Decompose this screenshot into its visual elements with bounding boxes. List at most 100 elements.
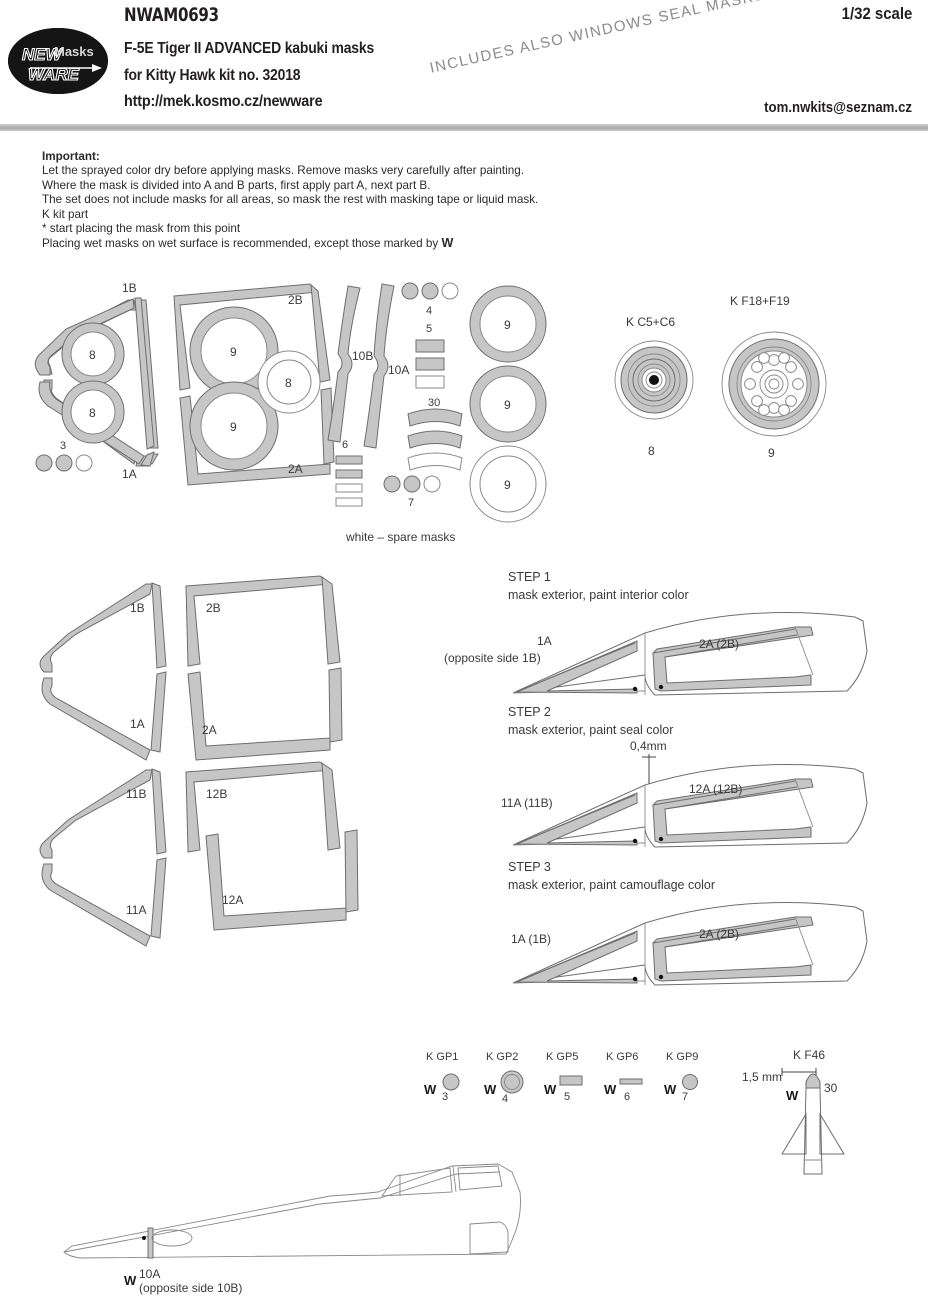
step-2-subtitle: mask exterior, paint seal color <box>508 723 674 737</box>
small-part-wet-3: W <box>604 1082 617 1097</box>
small-part-number-1: 4 <box>502 1093 508 1105</box>
label-frame-12A: 12A <box>222 893 243 907</box>
important-wet-prefix: Placing wet masks on wet surface is reco… <box>42 237 442 251</box>
frame-mask-12A <box>205 829 359 931</box>
small-part-number-0: 3 <box>442 1091 448 1103</box>
frame-mask-2A <box>187 667 343 761</box>
website-url[interactable]: http://mek.kosmo.cz/newware <box>124 93 323 110</box>
label-9-a: 9 <box>230 345 237 359</box>
label-9-d: 9 <box>504 398 511 412</box>
label-frame-11B: 11B <box>126 787 146 801</box>
mask-ring-9-b <box>189 381 279 471</box>
missile-dimension: 1,5 mm <box>742 1070 783 1084</box>
step-3-subtitle: mask exterior, paint camouflage color <box>508 878 716 892</box>
important-line-4: K kit part <box>42 207 89 221</box>
product-code: NWAM0693 <box>124 4 219 26</box>
step-2-dimension: 0,4mm <box>630 739 667 753</box>
logo-ware: WARE <box>28 65 80 84</box>
mask-ring-8-lower <box>61 380 125 444</box>
small-part-label-3: K GP6 <box>606 1051 638 1063</box>
step-2-canopy-diagram <box>495 752 895 857</box>
step-1-subtitle: mask exterior, paint interior color <box>508 588 689 602</box>
small-part-label-2: K GP5 <box>546 1051 578 1063</box>
missile-number: 30 <box>824 1081 838 1095</box>
small-part-label-1: K GP2 <box>486 1051 518 1063</box>
label-8-lower: 8 <box>89 406 96 420</box>
label-10A: 10A <box>388 363 409 377</box>
includes-note: INCLUDES ALSO WINDOWS SEAL MASKS <box>428 0 767 77</box>
mask-sheet-diagram: 1B 1A 8 8 3 2B 2A 9 9 8 <box>30 278 590 548</box>
aircraft-profile-diagram <box>60 1152 530 1287</box>
mask-ring-9-c <box>469 285 547 363</box>
step-1-left-sub: (opposite side 1B) <box>444 651 541 665</box>
logo-new: NEW <box>22 45 64 64</box>
small-part-label-4: K GP9 <box>666 1051 698 1063</box>
label-4: 4 <box>426 305 432 317</box>
step-3-title: STEP 3 <box>508 860 551 874</box>
wheel-part-label-2: K F18+F19 <box>730 294 790 308</box>
small-part-wet-0: W <box>424 1082 437 1097</box>
wheel-number-1: 8 <box>648 444 655 458</box>
header-divider <box>0 124 928 131</box>
label-6-left: 6 <box>342 439 348 451</box>
small-part-wet-1: W <box>484 1082 497 1097</box>
aircraft-part-sub: (opposite side 10B) <box>139 1281 243 1295</box>
scale-label: 1/32 scale <box>841 4 912 23</box>
frame-masks-diagram: 1B 1A 2B 2A 11B 11A 12B 12A <box>30 572 360 947</box>
label-frame-12B: 12B <box>206 787 227 801</box>
logo-arrow-icon <box>30 64 102 72</box>
logo-masks: Masks <box>54 44 94 59</box>
mask-part-4 <box>401 282 459 300</box>
label-8-upper: 8 <box>89 348 96 362</box>
step-1-left-label: 1A <box>537 634 552 648</box>
wheel-part-label-1: K C5+C6 <box>626 315 676 329</box>
label-2A: 2A <box>288 462 303 476</box>
step-2-left-label: 11A (11B) <box>501 796 553 810</box>
step-2-right-label: 12A (12B) <box>689 782 743 796</box>
frame-mask-1A <box>41 671 167 761</box>
step-3-right-label: 2A (2B) <box>699 927 740 941</box>
spare-masks-caption: white – spare masks <box>346 530 456 544</box>
mask-part-10B <box>327 285 361 443</box>
mask-part-7 <box>383 475 441 493</box>
label-2B: 2B <box>288 293 303 307</box>
mask-part-30 <box>407 408 463 471</box>
label-30: 30 <box>428 397 440 409</box>
aircraft-wet-symbol: W <box>124 1273 137 1288</box>
small-part-wet-4: W <box>664 1082 677 1097</box>
step-1-canopy-diagram <box>495 605 895 705</box>
label-frame-1B: 1B <box>130 601 145 615</box>
important-line-2: Where the mask is divided into A and B p… <box>42 178 431 192</box>
frame-mask-2B <box>185 575 341 667</box>
frame-mask-11A <box>41 857 167 947</box>
missile-wet-symbol: W <box>786 1088 799 1103</box>
label-3: 3 <box>60 440 66 452</box>
brand-logo: NEW WARE Masks <box>8 28 108 94</box>
important-line-6: Placing wet masks on wet surface is reco… <box>42 236 682 251</box>
wheel-hub-C5C6 <box>608 310 718 455</box>
contact-email[interactable]: tom.nwkits@seznam.cz <box>764 99 912 116</box>
step-2-title: STEP 2 <box>508 705 551 719</box>
small-parts-row: K GP1 W 3 K GP2 W 4 K GP5 W 5 K GP6 W 6 … <box>424 1048 744 1115</box>
frame-mask-12B <box>185 761 341 853</box>
important-heading: Important: <box>42 150 100 163</box>
wheel-number-2: 9 <box>768 446 775 460</box>
important-instructions: Important: Let the sprayed color dry bef… <box>42 150 682 252</box>
label-7: 7 <box>408 497 414 509</box>
mask-frame-2 <box>173 283 335 486</box>
label-10B: 10B <box>352 349 373 363</box>
label-1B: 1B <box>122 281 137 295</box>
missile-part-label: K F46 <box>793 1048 826 1062</box>
important-line-3: The set does not include masks for all a… <box>42 193 539 207</box>
frame-mask-1B <box>39 582 167 673</box>
label-9-e: 9 <box>504 478 511 492</box>
kit-reference: for Kitty Hawk kit no. 32018 <box>124 67 301 84</box>
wet-mask-symbol: W <box>441 236 454 251</box>
label-9-b: 9 <box>230 420 237 434</box>
mask-part-5 <box>415 339 445 389</box>
label-8-spare: 8 <box>285 376 292 390</box>
small-part-number-2: 5 <box>564 1091 570 1103</box>
mask-part-3 <box>35 454 93 472</box>
step-1-right-label: 2A (2B) <box>699 637 740 651</box>
label-frame-2A: 2A <box>202 723 217 737</box>
